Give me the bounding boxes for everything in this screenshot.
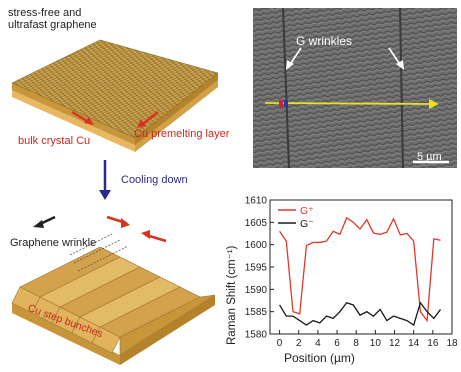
- y-tick-label: 1595: [245, 263, 268, 274]
- x-tick-label: 16: [427, 338, 439, 349]
- label-wrinkle: Graphene wrinkle: [10, 237, 97, 249]
- cooling-arrow: [99, 160, 111, 200]
- plot-frame: [269, 199, 453, 335]
- micrograph-texture: [253, 8, 457, 168]
- y-tick-label: 1610: [245, 196, 268, 207]
- y-tick-label: 1580: [245, 330, 268, 341]
- x-tick-label: 10: [370, 338, 382, 349]
- y-tick-label: 1590: [245, 285, 268, 296]
- top-schematic: [11, 39, 219, 152]
- sem-micrograph: [253, 8, 457, 168]
- scale-bar-label: 5 µm: [417, 151, 442, 163]
- label-g-wrinkles: G wrinkles: [296, 34, 353, 48]
- red-arrows: [71, 110, 159, 128]
- label-graphene: stress-free and ultrafast graphene: [8, 7, 97, 31]
- cu-step-ridges: [11, 246, 216, 356]
- x-tick-label: 6: [334, 338, 340, 349]
- y-tick-label: 1605: [245, 218, 268, 229]
- series-line-g-plus: [279, 216, 441, 323]
- chart-ylabel: Raman Shift (cm⁻¹): [226, 245, 238, 345]
- raman-chart-svg: 0 2 4 6 8 10 12 14 16 18 1580 1585 1590 1595 1600 1605 1…: [245, 196, 458, 350]
- y-tick-label: 1585: [245, 307, 268, 318]
- raman-chart: 0 2 4 6 8 10 12 14 16 18 1580 1585 1590 1595 1600 1605 1…: [216, 190, 460, 367]
- series-line-g-minus: [279, 301, 442, 327]
- legend-label: G⁺: [300, 205, 314, 217]
- x-tick-label: 12: [389, 338, 401, 349]
- bottom-schematic: [11, 215, 216, 365]
- chart-xlabel: Position (µm): [284, 351, 355, 365]
- cooling-label: Cooling down: [121, 174, 188, 186]
- compression-arrows: [33, 215, 167, 243]
- x-tick-label: 8: [353, 338, 359, 349]
- label-bulk-cu: bulk crystal Cu: [18, 135, 91, 147]
- legend-label: G⁻: [300, 218, 314, 230]
- y-tick-label: 1600: [245, 240, 268, 251]
- x-tick-label: 4: [315, 338, 321, 349]
- x-tick-label: 2: [296, 338, 302, 349]
- x-tick-label: 0: [277, 338, 283, 349]
- x-tick-label: 18: [446, 338, 458, 349]
- label-premelt: Cu premelting layer: [134, 128, 230, 140]
- graphene-wrinkle-overlay: [69, 233, 129, 272]
- x-tick-label: 14: [408, 338, 420, 349]
- graphene-lattice: [11, 39, 219, 139]
